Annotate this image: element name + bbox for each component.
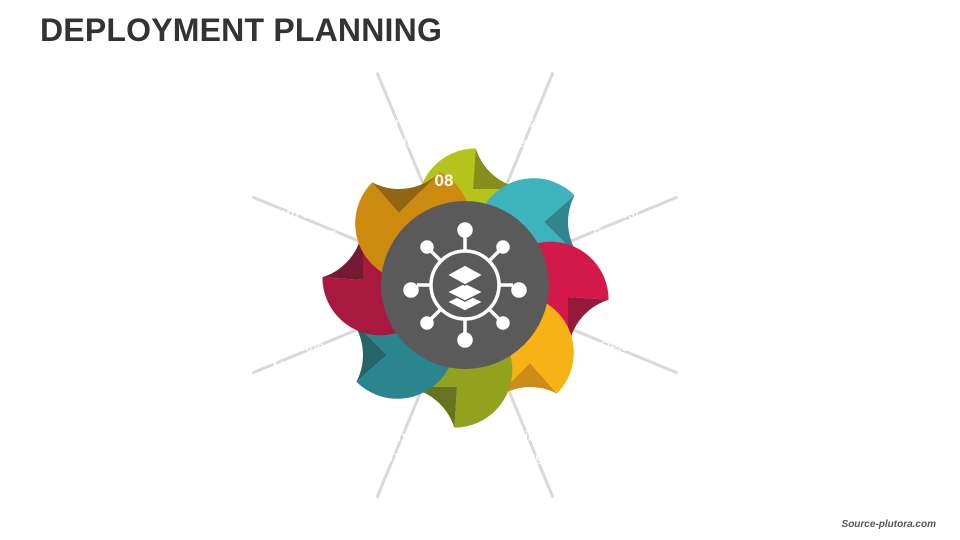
step-label-line1: Warn Before <box>266 205 344 221</box>
step-label-line2: Monitoring <box>272 358 337 374</box>
step-label-line2: Collaborate <box>495 134 567 150</box>
step-label-line1: Test <box>613 205 639 221</box>
page-title: DEPLOYMENT PLANNING <box>40 12 443 48</box>
step-label-line2: KPIs <box>384 134 414 150</box>
step-label-line2: Deploying <box>274 225 336 241</box>
step-number-tab <box>488 362 557 404</box>
step-label-line1: Dev & Ops <box>497 114 565 130</box>
step-number-tab <box>473 148 531 189</box>
step-number-tab <box>399 387 457 428</box>
step-label-line1: Monitor <box>376 114 423 130</box>
step-number-tab <box>543 195 585 264</box>
step-number-tab <box>322 222 363 280</box>
stack-layers-icon <box>445 264 485 312</box>
network-layers-icon <box>403 222 527 348</box>
step-label-line1: Metric <box>286 338 324 354</box>
center-hub <box>381 201 549 369</box>
step-label-line1: Minimize <box>502 428 557 444</box>
step-number-tab <box>372 172 441 214</box>
step-label-line1: Automate <box>369 428 429 444</box>
step-label-line2: Changes <box>502 448 558 464</box>
source-credit: Source-plutora.com <box>841 519 936 530</box>
step-number: 08 <box>435 171 454 190</box>
step-number-tab <box>568 297 609 355</box>
step-label-line1: Release <box>600 338 652 354</box>
step-label-line2: Everything <box>366 448 432 464</box>
step-number-tab <box>346 313 388 382</box>
step-label-line2: Strategy <box>600 358 652 374</box>
step-label-line2: Frequently <box>593 225 659 241</box>
